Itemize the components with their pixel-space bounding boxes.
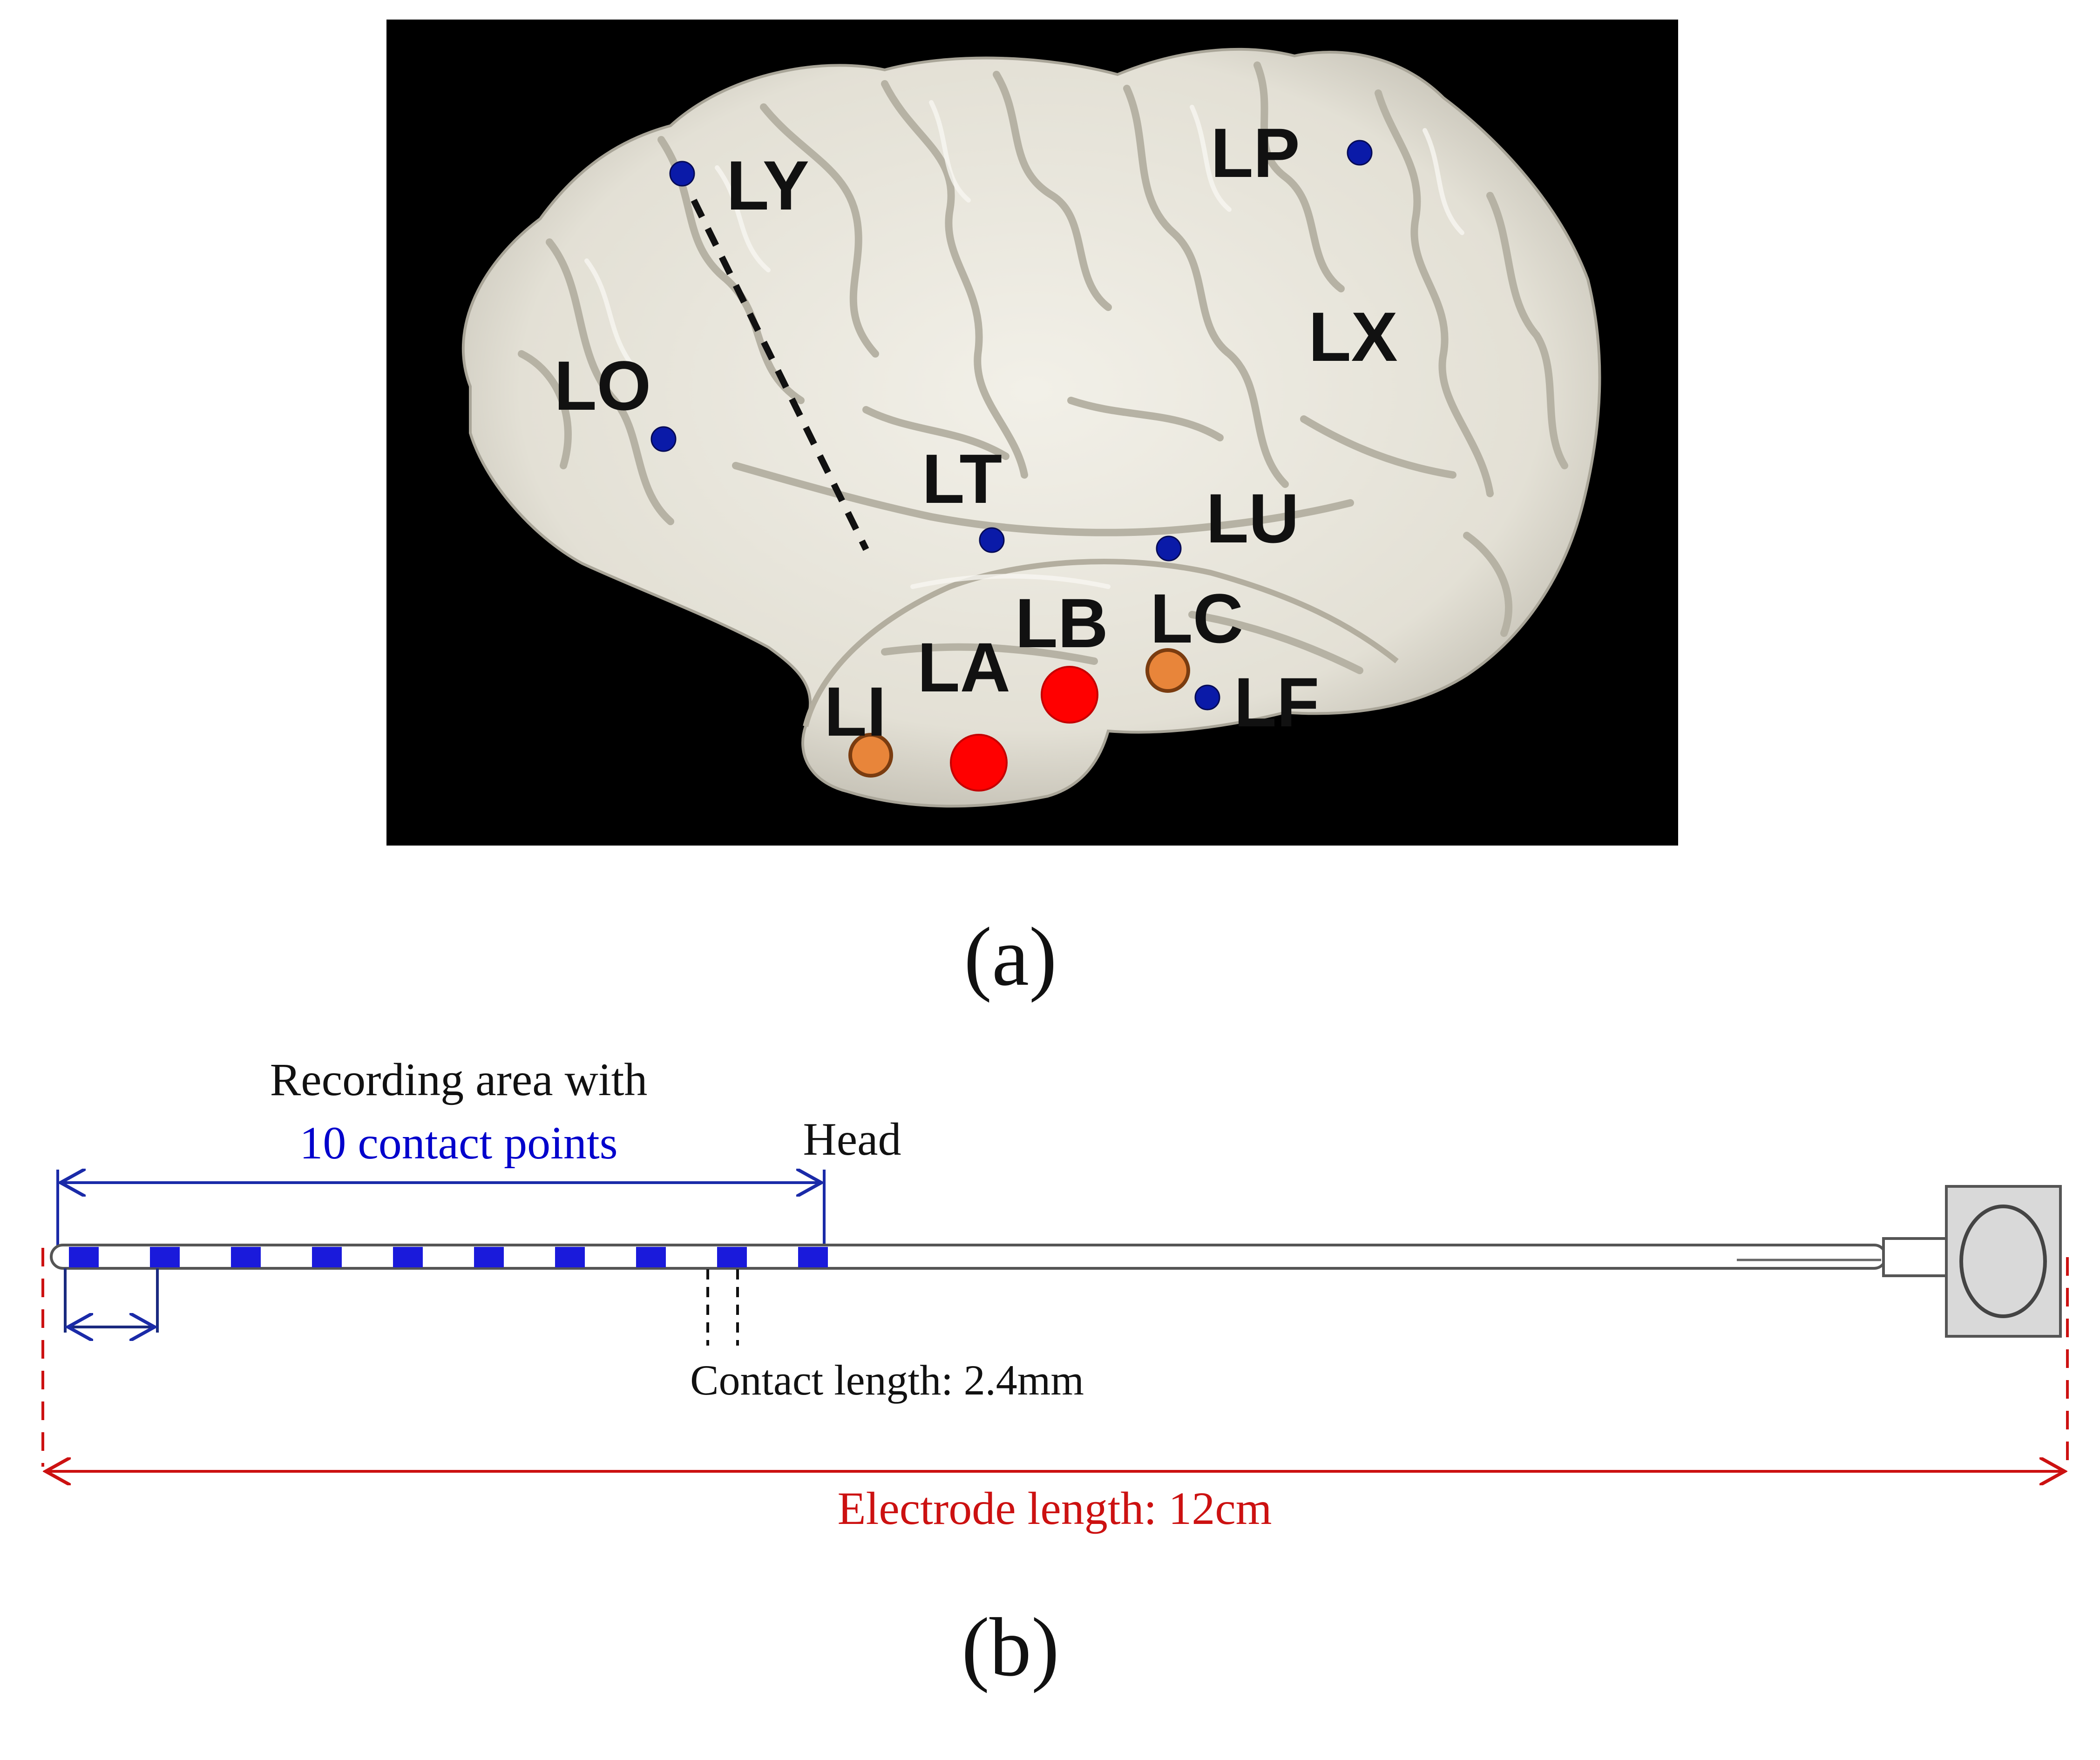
electrode-contact — [312, 1247, 342, 1267]
contact-dot-lt — [979, 527, 1005, 553]
label-ly: LY — [726, 146, 809, 224]
electrode-length-label: Electrode length: 12cm — [837, 1482, 1272, 1534]
label-lu: LU — [1206, 479, 1299, 557]
electrode-contact — [717, 1247, 747, 1267]
head-label: Head — [803, 1113, 901, 1165]
electrode-contact — [393, 1247, 423, 1267]
electrode-contact — [555, 1247, 585, 1267]
contact-dot-lp — [1347, 140, 1373, 166]
contact-dot-lu — [1156, 535, 1182, 562]
label-lp: LP — [1211, 114, 1300, 192]
label-li: LI — [824, 672, 886, 751]
electrode-contact — [636, 1247, 666, 1267]
electrode-contacts — [69, 1247, 828, 1267]
electrode-contact — [231, 1247, 261, 1267]
recording-area-line1: Recording area with — [270, 1054, 648, 1105]
label-lo: LO — [554, 346, 651, 425]
panel-b: Recording area with 10 contact points He… — [41, 1054, 2069, 1693]
contact-dot-lb — [1041, 666, 1098, 724]
contact-dot-lo — [650, 426, 677, 452]
red-contacts — [950, 666, 1098, 792]
brain-highlights — [584, 100, 1464, 589]
caption-b: (b) — [962, 1601, 1059, 1693]
label-lt: LT — [922, 440, 1002, 518]
dashed-marker-line — [691, 198, 869, 551]
label-lb: LB — [1015, 584, 1108, 662]
temporal-lobe — [803, 559, 1399, 727]
contact-dot-lc — [1145, 648, 1190, 693]
caption-a: (a) — [964, 910, 1057, 1003]
electrode-connector — [1882, 1237, 1950, 1277]
contact-dot-la — [950, 734, 1008, 792]
electrode-contact — [474, 1247, 504, 1267]
contact-dot-li — [848, 733, 893, 778]
electrode-contact — [798, 1247, 828, 1267]
electrode-head-socket — [1959, 1205, 2047, 1318]
contact-dot-ly — [669, 161, 695, 187]
label-lx: LX — [1308, 298, 1398, 376]
contact-length-label: Contact length: 2.4mm — [690, 1356, 1084, 1404]
brain-sulci — [518, 61, 1568, 674]
panel-a: LY LP LO LX LT LU LB LC LA LI LF (a) — [386, 20, 1678, 1003]
label-la: LA — [917, 628, 1010, 706]
electrode-contact — [69, 1247, 99, 1267]
label-lf: LF — [1234, 663, 1319, 741]
orange-contacts — [848, 648, 1190, 778]
blue-contacts — [650, 140, 1373, 711]
label-lc: LC — [1150, 579, 1243, 657]
electrode-contact — [150, 1247, 180, 1267]
recording-area-line2: 10 contact points — [299, 1117, 617, 1169]
contact-dot-lf — [1194, 684, 1220, 711]
